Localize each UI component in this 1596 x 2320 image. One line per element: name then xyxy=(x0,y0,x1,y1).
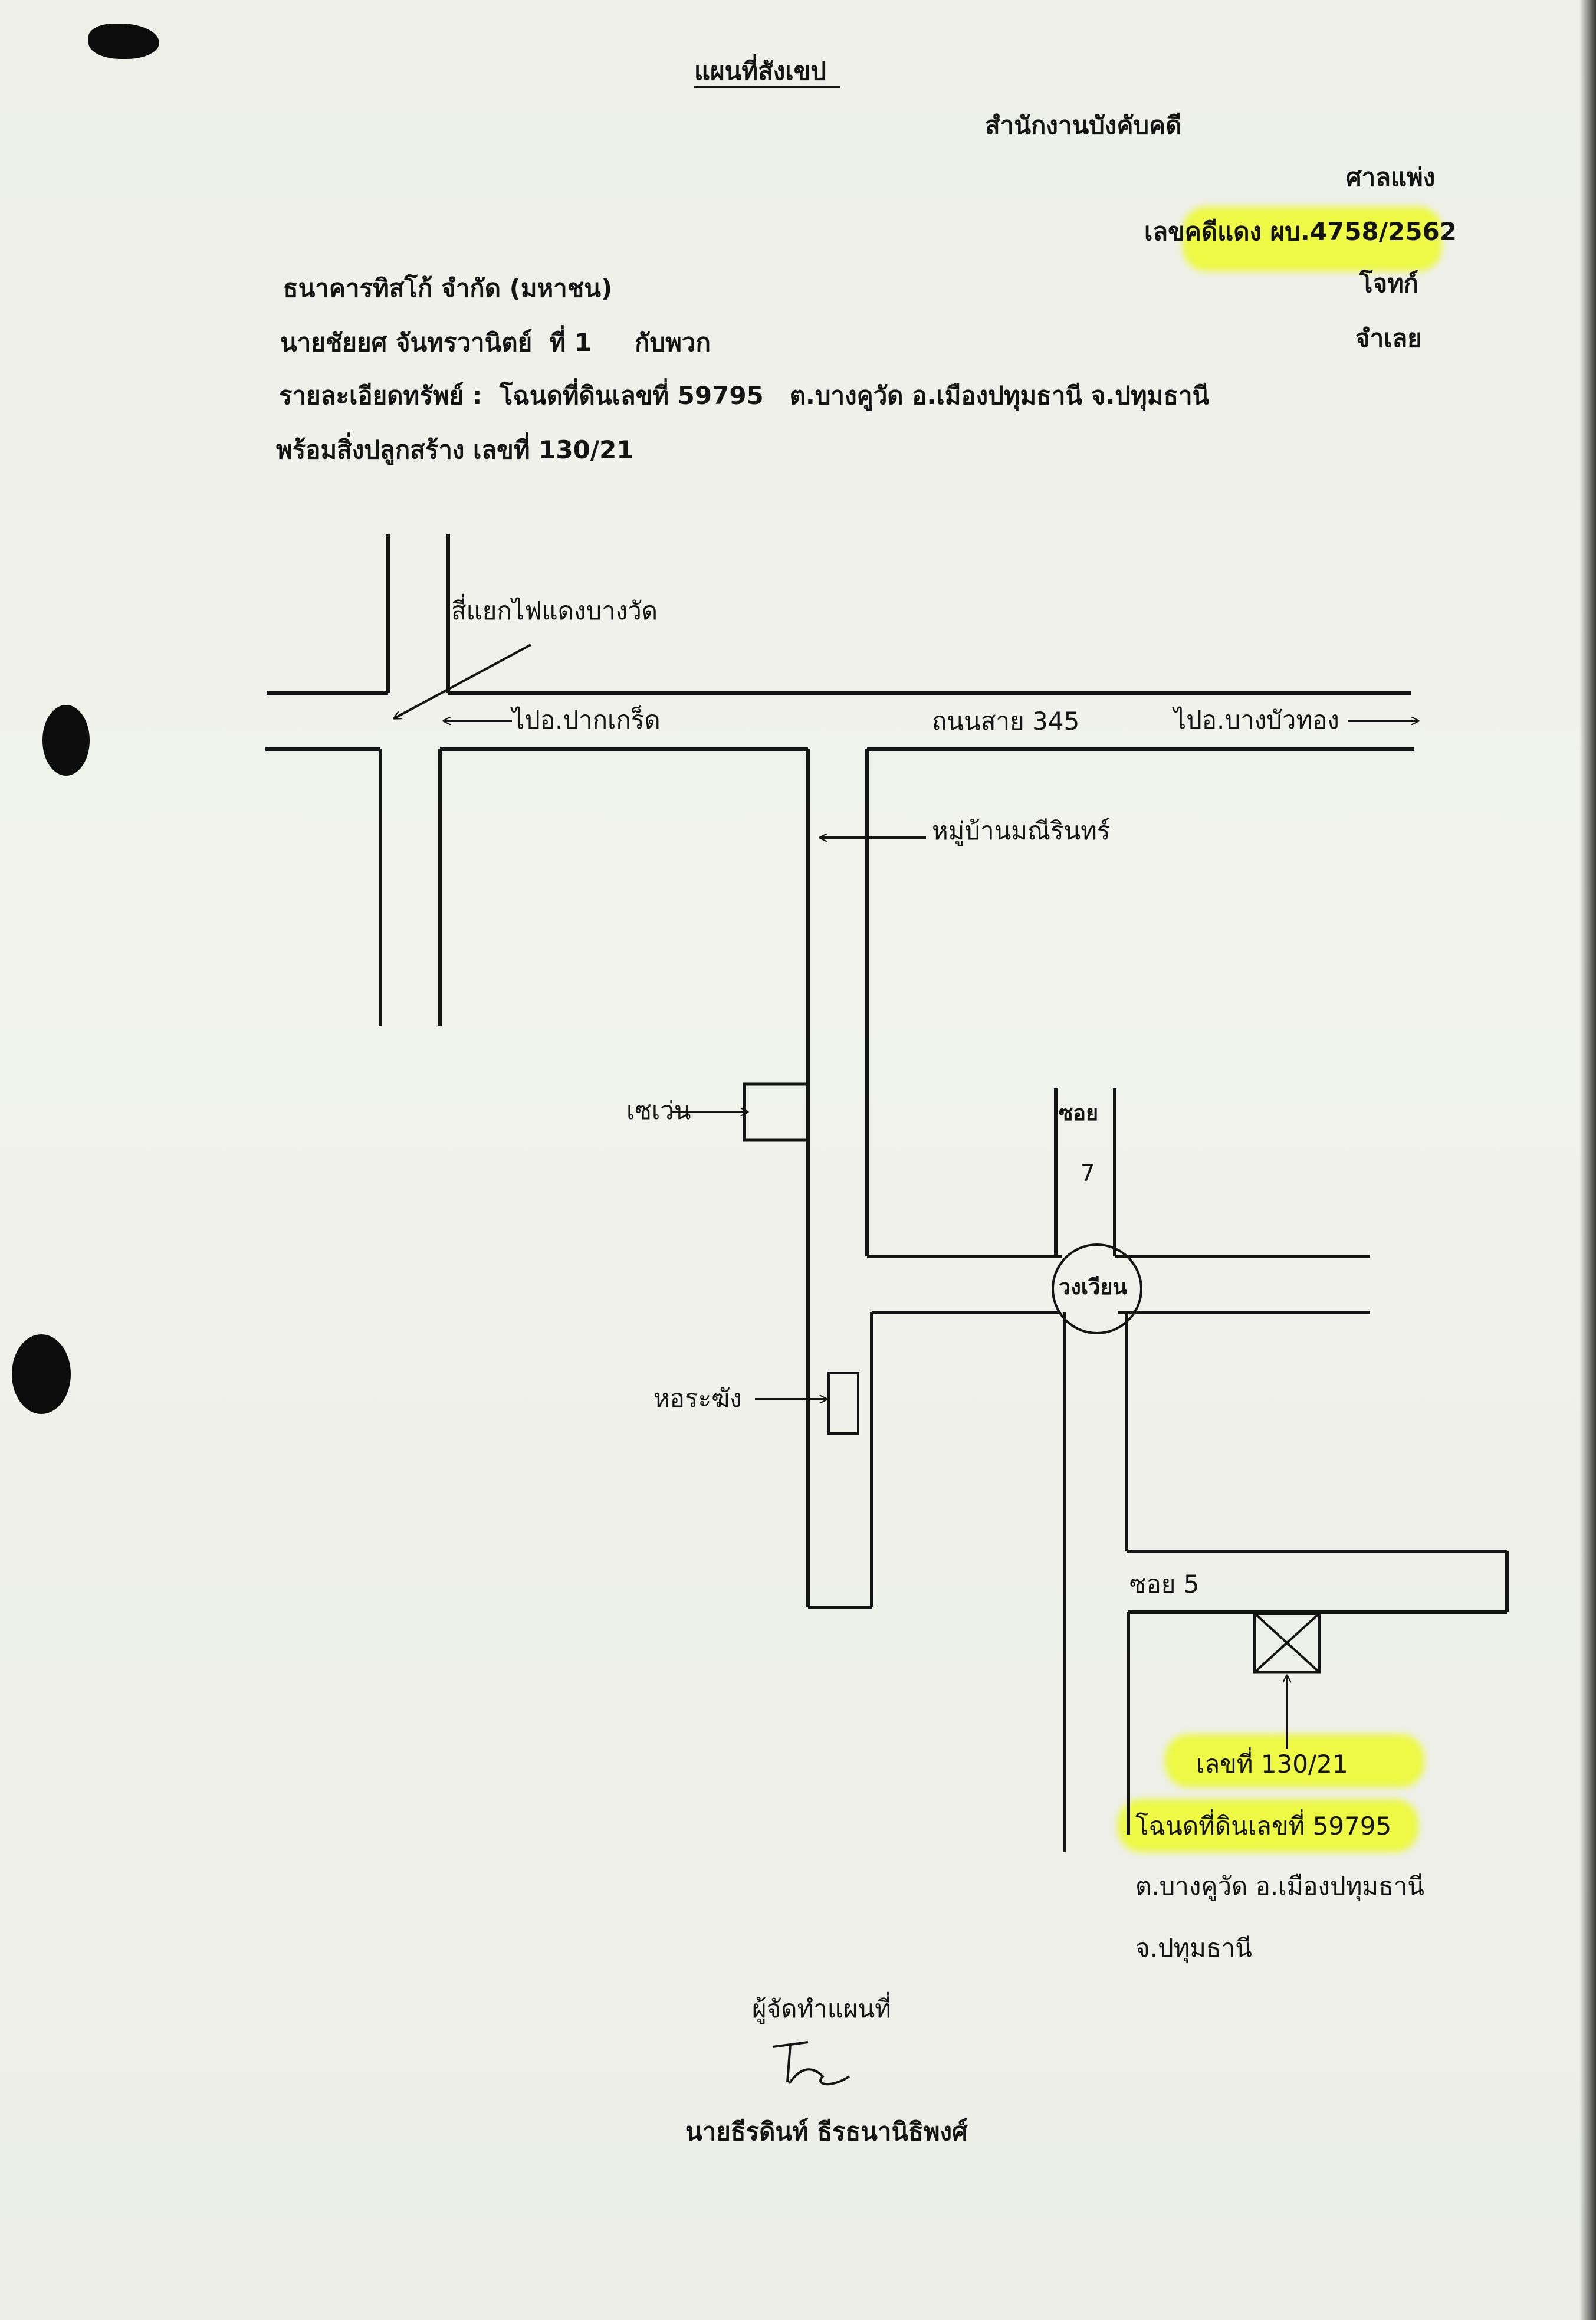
signature xyxy=(772,2041,850,2086)
road-name-label: ถนนสาย 345 xyxy=(932,707,1080,736)
property-detail-line1: รายละเอียดทรัพย์ : โฉนดที่ดินเลขที่ 5979… xyxy=(279,381,1210,410)
roundabout-label: วงเวียน xyxy=(1059,1275,1128,1300)
water-tower-box xyxy=(827,1372,859,1435)
water-tower-label: หอระฆัง xyxy=(653,1384,742,1413)
punch-hole-top xyxy=(42,705,90,776)
soi5-label: ซอย 5 xyxy=(1129,1570,1200,1599)
province-label: จ.ปทุมธานี xyxy=(1135,1934,1252,1963)
map-maker-name: นายธีรดินท์ ธีรธนานิธิพงศ์ xyxy=(685,2117,968,2146)
to-bangbuathong-label: ไปอ.บางบัวทอง xyxy=(1174,705,1339,734)
plaintiff-role: โจทก์ xyxy=(1359,269,1419,298)
soi7-label: ซอย xyxy=(1059,1101,1099,1125)
map-maker-label: ผู้จัดทำแผนที่ xyxy=(752,1994,891,2023)
intersection-label: สี่แยกไฟแดงบางวัด xyxy=(451,596,658,625)
soi7-number: 7 xyxy=(1081,1160,1095,1186)
punch-hole-bottom xyxy=(12,1334,71,1414)
property-box xyxy=(1253,1612,1321,1674)
seven-eleven-label: เซเว่น xyxy=(626,1096,691,1125)
defendant-role: จำเลย xyxy=(1355,324,1422,353)
village-label: หมู่บ้านมณีรินทร์ xyxy=(932,816,1111,845)
roundabout-circle xyxy=(1052,1243,1142,1334)
defendant-name: นายชัยยศ จันทรวานิตย์ ที่ 1 กับพวก xyxy=(280,328,711,357)
highlight-house-number xyxy=(1165,1734,1424,1787)
ink-blot xyxy=(88,24,159,59)
plaintiff-name: ธนาคารทิสโก้ จำกัด (มหาชน) xyxy=(283,274,613,303)
seven-eleven-box xyxy=(743,1082,810,1142)
deed-number-label: โฉนดที่ดินเลขที่ 59795 xyxy=(1135,1812,1392,1840)
subdistrict-label: ต.บางคูวัด อ.เมืองปทุมธานี xyxy=(1135,1872,1424,1901)
highlight-deed-number xyxy=(1118,1799,1418,1852)
highlight-case-number xyxy=(1183,206,1442,271)
case-number: เลขคดีแดง ผบ.4758/2562 xyxy=(1144,217,1457,246)
office-name: สำนักงานบังคับคดี xyxy=(985,111,1182,140)
paper-edge-shadow xyxy=(1579,0,1596,2320)
house-number-label: เลขที่ 130/21 xyxy=(1196,1750,1348,1778)
intersection-arrow xyxy=(394,644,531,718)
property-detail-line2: พร้อมสิ่งปลูกสร้าง เลขที่ 130/21 xyxy=(276,435,634,464)
court-name: ศาลแพ่ง xyxy=(1346,163,1436,192)
to-pakkret-label: ไปอ.ปากเกร็ด xyxy=(512,705,661,734)
page-title: แผนที่สังเขป xyxy=(694,57,826,86)
